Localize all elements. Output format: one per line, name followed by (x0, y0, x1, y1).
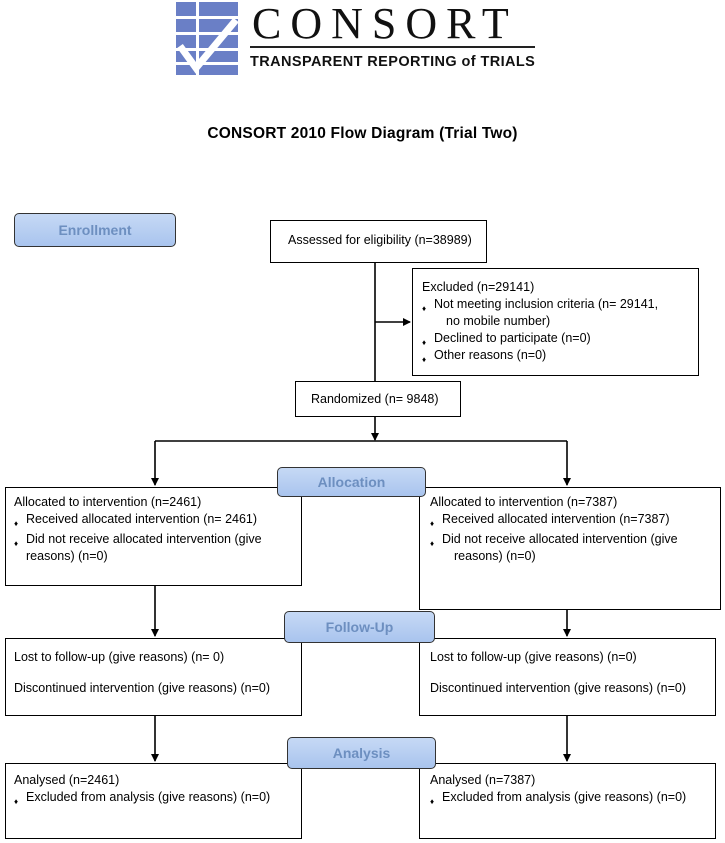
left-excluded-analysis-item: ♦ Excluded from analysis (give reasons) … (14, 789, 301, 806)
left-analysis-box: Analysed (n=2461) ♦ Excluded from analys… (5, 763, 302, 839)
bullet-icon: ♦ (430, 519, 435, 528)
right-analysis-box: Analysed (n=7387) ♦ Excluded from analys… (419, 763, 716, 839)
logo-wordmark: CONSORT (252, 0, 518, 48)
excluded-box: Excluded (n=29141) ♦ Not meeting inclusi… (412, 268, 699, 376)
assessed-box: Assessed for eligibility (n=38989) (270, 220, 487, 263)
right-not-received-item: ♦ Did not receive allocated intervention… (430, 531, 720, 548)
stage-analysis: Analysis (287, 737, 436, 769)
bullet-icon: ♦ (14, 797, 19, 806)
left-followup-box: Lost to follow-up (give reasons) (n= 0) … (5, 638, 302, 716)
bullet-icon: ♦ (430, 797, 435, 806)
bullet-icon: ♦ (422, 355, 427, 364)
excluded-item: ♦ Declined to participate (n=0) (422, 330, 698, 347)
right-analysed-text: Analysed (n=7387) (430, 773, 536, 787)
left-lost-text: Lost to follow-up (give reasons) (n= 0) (14, 650, 225, 664)
stage-follow-up: Follow-Up (284, 611, 435, 643)
right-lost-text: Lost to follow-up (give reasons) (n=0) (430, 650, 637, 664)
bullet-icon: ♦ (422, 304, 427, 313)
bullet-icon: ♦ (430, 539, 435, 548)
assessed-text: Assessed for eligibility (n=38989) (288, 233, 472, 247)
randomized-text: Randomized (n= 9848) (311, 392, 439, 406)
left-analysed-text: Analysed (n=2461) (14, 773, 120, 787)
logo-subtitle: TRANSPARENT REPORTING of TRIALS (250, 54, 536, 70)
left-not-received-continued: reasons) (n=0) (26, 549, 108, 563)
right-received-item: ♦ Received allocated intervention (n=738… (430, 511, 720, 528)
excluded-item-continued: no mobile number) (446, 314, 551, 328)
left-discontinued-text: Discontinued intervention (give reasons)… (14, 681, 271, 695)
randomized-box: Randomized (n= 9848) (295, 381, 461, 417)
left-allocated-text: Allocated to intervention (n=2461) (14, 495, 202, 509)
left-allocation-box: Allocated to intervention (n=2461) ♦ Rec… (5, 487, 302, 586)
bullet-icon: ♦ (14, 519, 19, 528)
excluded-item: ♦ Not meeting inclusion criteria (n= 291… (422, 296, 698, 313)
right-discontinued-text: Discontinued intervention (give reasons)… (430, 681, 687, 695)
left-not-received-item: ♦ Did not receive allocated intervention… (14, 531, 301, 548)
bullet-icon: ♦ (14, 539, 19, 548)
consort-logo-icon (176, 2, 238, 75)
diagram-title: CONSORT 2010 Flow Diagram (Trial Two) (207, 125, 518, 142)
logo-divider (250, 46, 535, 48)
excluded-item: ♦ Other reasons (n=0) (422, 347, 698, 364)
right-allocation-box: Allocated to intervention (n=7387) ♦ Rec… (419, 487, 721, 610)
excluded-title: Excluded (n=29141) (422, 280, 535, 294)
right-excluded-analysis-item: ♦ Excluded from analysis (give reasons) … (430, 789, 715, 806)
stage-enrollment: Enrollment (14, 213, 176, 247)
stage-allocation: Allocation (277, 467, 426, 497)
right-not-received-continued: reasons) (n=0) (454, 549, 536, 563)
right-followup-box: Lost to follow-up (give reasons) (n=0) D… (419, 638, 716, 716)
left-received-item: ♦ Received allocated intervention (n= 24… (14, 511, 301, 528)
right-allocated-text: Allocated to intervention (n=7387) (430, 495, 618, 509)
bullet-icon: ♦ (422, 338, 427, 347)
